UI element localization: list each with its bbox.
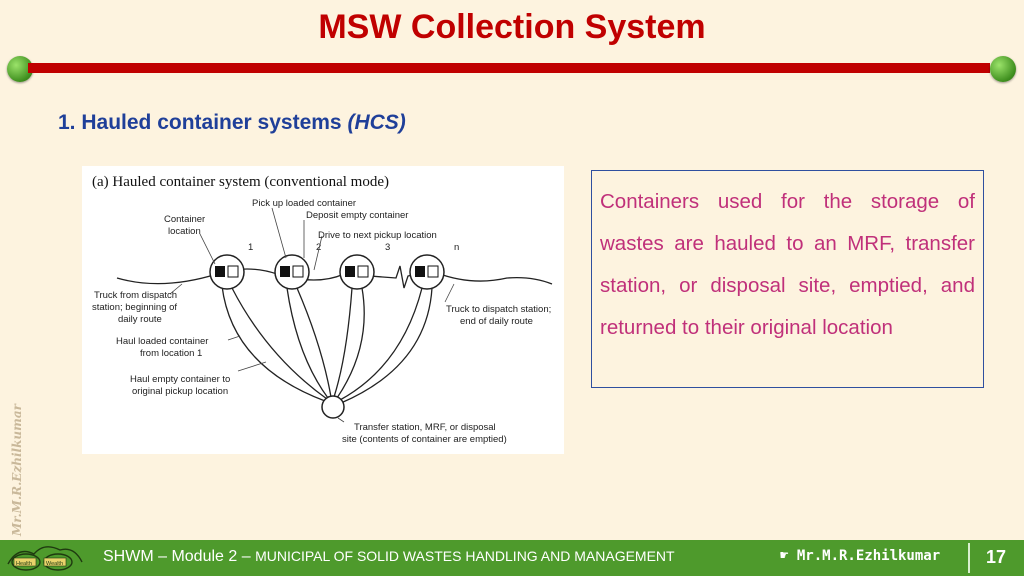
label-truck-from-1: Truck from dispatch — [94, 290, 177, 301]
label-container-location-1: Container — [164, 214, 205, 225]
label-haul-empty-1: Haul empty container to — [130, 374, 230, 385]
description-text: Containers used for the storage of waste… — [600, 190, 975, 339]
label-deposit: Deposit empty container — [306, 210, 408, 221]
section-heading-abbr: (HCS) — [347, 111, 406, 134]
author-watermark: Mr.M.R.Ezhilkumar — [10, 402, 24, 537]
footer-author: ☛ Mr.M.R.Ezhilkumar — [780, 548, 940, 564]
label-haul-loaded-2: from location 1 — [140, 348, 202, 359]
footer-course-full: MUNICIPAL OF SOLID WASTES HANDLING AND M… — [255, 548, 675, 564]
footer-divider — [968, 543, 970, 573]
footer-author-name: Mr.M.R.Ezhilkumar — [796, 548, 941, 564]
footer-bar — [0, 540, 1024, 576]
location-1 — [209, 254, 245, 290]
location-number-1: 1 — [248, 242, 253, 253]
right-bullet-ball — [990, 56, 1016, 82]
haul-lines — [221, 285, 433, 404]
pointer-hand-icon: ☛ — [780, 548, 797, 564]
footer-logo: Health Wealth — [7, 546, 83, 571]
label-drive: Drive to next pickup location — [318, 230, 437, 241]
location-2 — [274, 254, 310, 290]
location-number-3: 3 — [385, 242, 390, 253]
location-3 — [339, 254, 375, 290]
label-haul-loaded-1: Haul loaded container — [116, 336, 208, 347]
label-truck-from-3: daily route — [118, 314, 162, 325]
location-number-2: 2 — [316, 242, 321, 253]
page-number: 17 — [986, 547, 1007, 567]
hcs-diagram-svg: (a) Hauled container system (conventiona… — [92, 174, 553, 445]
logo-word-wealth: Wealth — [46, 561, 63, 567]
description-box: Containers used for the storage of waste… — [591, 170, 984, 388]
label-truck-to-1: Truck to dispatch station; — [446, 304, 551, 315]
logo-ring-left — [11, 553, 41, 571]
footer-course-title: SHWM – Module 2 – MUNICIPAL OF SOLID WAS… — [103, 548, 675, 566]
label-truck-from-2: station; beginning of — [92, 302, 177, 313]
label-truck-to-2: end of daily route — [460, 316, 533, 327]
author-watermark-text: Mr.M.R.Ezhilkumar — [10, 402, 24, 537]
footer-course-module: SHWM – Module 2 – — [103, 548, 256, 565]
section-heading: 1. Hauled container systems (HCS) — [58, 111, 406, 135]
label-transfer-1: Transfer station, MRF, or disposal — [354, 422, 496, 433]
diagram-caption: (a) Hauled container system (conventiona… — [92, 174, 389, 190]
hcs-diagram: (a) Hauled container system (conventiona… — [82, 166, 564, 454]
slide-title: MSW Collection System — [318, 8, 706, 46]
logo-swirl — [7, 546, 83, 565]
label-pick-up: Pick up loaded container — [252, 198, 356, 209]
section-heading-text: 1. Hauled container systems — [58, 111, 348, 134]
title-rule — [28, 63, 990, 73]
logo-tag-left — [13, 557, 37, 567]
logo-tag-right — [43, 557, 67, 567]
logo-word-health: Health — [16, 561, 32, 567]
label-container-location-2: location — [168, 226, 201, 237]
label-haul-empty-2: original pickup location — [132, 386, 228, 397]
leader-lines — [169, 207, 455, 423]
location-n — [409, 254, 445, 290]
transfer-site-circle — [321, 395, 345, 419]
label-transfer-2: site (contents of container are emptied) — [342, 434, 507, 445]
location-number-n: n — [454, 242, 459, 253]
